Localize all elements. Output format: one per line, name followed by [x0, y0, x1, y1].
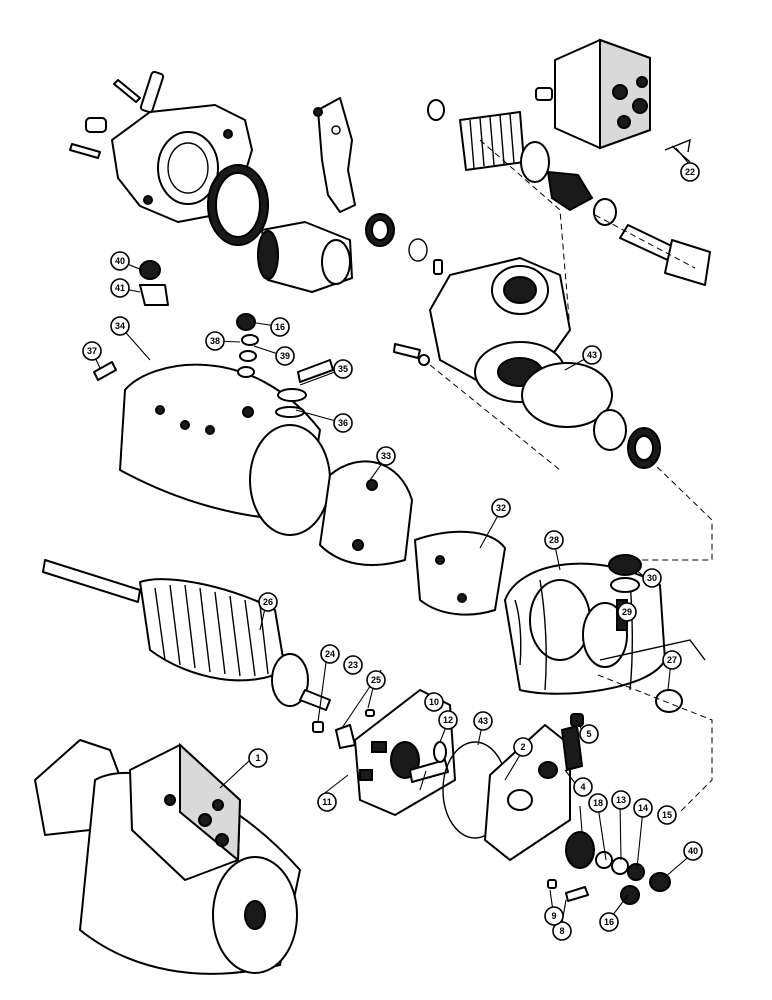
- svg-text:34: 34: [115, 321, 125, 331]
- callout-33: 33: [376, 446, 396, 466]
- callout-34: 34: [110, 316, 130, 336]
- callout-28: 28: [544, 530, 564, 550]
- callout-26: 26: [258, 592, 278, 612]
- armature: [42, 559, 331, 711]
- svg-text:41: 41: [115, 283, 125, 293]
- callout-15: 15: [657, 805, 677, 825]
- svg-text:9: 9: [551, 911, 556, 921]
- callout-40b: 40: [683, 841, 703, 861]
- svg-text:40: 40: [115, 256, 125, 266]
- svg-text:39: 39: [280, 351, 290, 361]
- svg-text:28: 28: [549, 535, 559, 545]
- svg-text:16: 16: [604, 917, 614, 927]
- svg-text:5: 5: [586, 729, 591, 739]
- callout-23: 23: [343, 655, 363, 675]
- callout-4: 4: [573, 777, 593, 797]
- field-frame-housing: [119, 363, 331, 536]
- svg-text:24: 24: [325, 649, 335, 659]
- svg-text:16: 16: [275, 322, 285, 332]
- housing-seal-ring: [207, 164, 269, 246]
- svg-text:40: 40: [688, 846, 698, 856]
- field-coil-hardware: [608, 554, 683, 713]
- pole-shoe: [319, 460, 413, 566]
- svg-text:8: 8: [559, 926, 564, 936]
- callout-18: 18: [588, 793, 608, 813]
- callout-38: 38: [205, 331, 225, 351]
- callout-43a: 43: [582, 345, 602, 365]
- pinion-drive: [257, 221, 353, 293]
- callout-32: 32: [491, 498, 511, 518]
- svg-text:37: 37: [87, 346, 97, 356]
- svg-text:14: 14: [638, 803, 648, 813]
- svg-text:2: 2: [520, 742, 525, 752]
- solenoid-plunger-parts: [427, 99, 711, 286]
- screws-and-bushings: [69, 70, 165, 159]
- callout-40a: 40: [110, 251, 130, 271]
- callout-29: 29: [617, 602, 637, 622]
- callout-12: 12: [438, 710, 458, 730]
- svg-text:11: 11: [322, 797, 332, 807]
- brush-plate: [354, 689, 456, 816]
- bearing-bushings: [521, 362, 661, 469]
- callout-27: 27: [662, 650, 682, 670]
- callout-35: 35: [333, 359, 353, 379]
- shift-lever-assembly: [313, 97, 356, 213]
- svg-text:26: 26: [263, 597, 273, 607]
- callout-24: 24: [320, 644, 340, 664]
- svg-text:32: 32: [496, 503, 506, 513]
- svg-text:27: 27: [667, 655, 677, 665]
- svg-text:15: 15: [662, 810, 672, 820]
- solenoid-switch: [535, 38, 651, 150]
- svg-text:38: 38: [210, 336, 220, 346]
- svg-text:22: 22: [685, 167, 695, 177]
- callout-1: 1: [248, 748, 268, 768]
- callout-2: 2: [513, 737, 533, 757]
- svg-text:33: 33: [381, 451, 391, 461]
- callout-11: 11: [317, 792, 337, 812]
- field-coils: [504, 562, 706, 695]
- callout-9: 9: [544, 906, 564, 926]
- svg-text:35: 35: [338, 364, 348, 374]
- callout-10: 10: [424, 692, 444, 712]
- svg-text:10: 10: [429, 697, 439, 707]
- svg-text:12: 12: [443, 715, 453, 725]
- svg-text:25: 25: [371, 675, 381, 685]
- callout-39: 39: [275, 346, 295, 366]
- svg-text:23: 23: [348, 660, 358, 670]
- small-seals: [365, 213, 443, 275]
- svg-text:43: 43: [478, 716, 488, 726]
- callout-5: 5: [579, 724, 599, 744]
- callout-37: 37: [82, 341, 102, 361]
- callout-13: 13: [611, 790, 631, 810]
- callout-43b: 43: [473, 711, 493, 731]
- svg-text:43: 43: [587, 350, 597, 360]
- callout-36: 36: [333, 413, 353, 433]
- callout-22: 22: [680, 162, 700, 182]
- callout-14: 14: [633, 798, 653, 818]
- svg-text:1: 1: [255, 753, 260, 763]
- callout-30: 30: [642, 568, 662, 588]
- svg-text:36: 36: [338, 418, 348, 428]
- callout-8: 8: [552, 921, 572, 941]
- pole-shoe-2: [414, 530, 506, 616]
- svg-text:18: 18: [593, 798, 603, 808]
- brush-holder-parts: [312, 709, 375, 749]
- callout-16a: 16: [270, 317, 290, 337]
- terminal-stack: [547, 831, 671, 905]
- callout-25: 25: [366, 670, 386, 690]
- assembled-starter-motor: [34, 739, 301, 975]
- field-washers-left: [93, 260, 259, 381]
- svg-text:13: 13: [616, 795, 626, 805]
- svg-text:4: 4: [580, 782, 585, 792]
- end-cap-and-gaskets: [433, 724, 571, 861]
- brush-spring-and-plug: [560, 713, 584, 772]
- svg-text:29: 29: [622, 607, 632, 617]
- callout-16b: 16: [599, 912, 619, 932]
- svg-text:30: 30: [647, 573, 657, 583]
- callout-41: 41: [110, 278, 130, 298]
